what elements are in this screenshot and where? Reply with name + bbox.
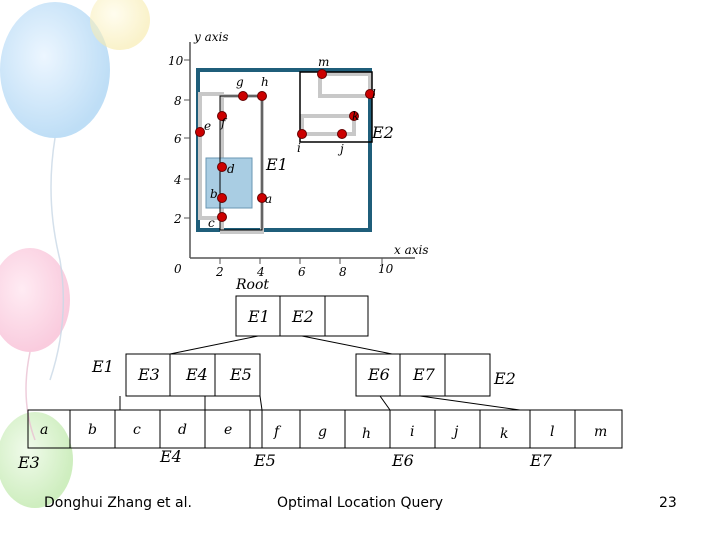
point-h [257,91,267,101]
point-label: g [236,75,244,89]
point-label: k [352,109,359,123]
leaf-cell: f [273,424,282,440]
e1-node [125,353,261,397]
point-g [238,91,248,101]
point-b [217,193,227,203]
leaf-cell: m [594,424,607,440]
leaf-cell: h [362,426,371,442]
point-label: i [297,141,301,155]
leaf-cell: d [178,422,187,438]
e7-mbr [318,72,372,98]
leaf-level [27,409,623,449]
e1-region-label: E1 [265,155,288,174]
leaf-cell: i [410,424,414,440]
e2-mbr [299,71,373,143]
y-tick: 8 [174,94,182,108]
point-label: f [220,116,228,130]
e1-cell: E3 [137,365,160,384]
point-l [365,89,375,99]
balloon-green-icon [0,412,73,508]
leaf-node-name: E4 [159,447,182,466]
mbr-rectangles: E1 E2 [196,68,394,234]
e2-region-label: E2 [371,123,394,142]
point-label: d [227,162,235,176]
leaf-cell: j [451,424,459,440]
point-label: m [318,55,329,69]
y-axis-label: y axis [193,30,229,44]
e1-cell: E4 [185,365,208,384]
page-number: 23 [659,495,677,511]
x-tick: 4 [256,265,265,279]
point-label: l [372,87,376,101]
footer-title: Optimal Location Query [277,495,444,511]
x-tick: 2 [215,265,224,279]
x-tick: 8 [339,265,347,279]
root-label: Root [235,277,269,293]
leaf-node-name: E7 [529,451,553,470]
data-points: a b c d e f g h i j k l m [195,55,376,230]
leaf-cell: a [40,422,48,438]
leaf-cell: e [224,422,232,438]
leaf-node-name: E3 [17,453,40,472]
point-label: h [261,75,269,89]
footer-author: Donghui Zhang et al. [44,495,192,511]
leaf-cell: l [550,424,554,440]
leaf-cell: g [318,424,327,440]
y-tick: 4 [173,173,182,187]
point-label: e [204,119,211,133]
point-label: b [210,187,218,201]
root-cell: E2 [291,307,314,326]
y-tick: 2 [173,212,182,226]
rtree: Root E1 E2 E1 E3 E4 E5 E6 E7 E2 [17,277,623,472]
y-tick: 0 [174,262,182,276]
e6-mbr [300,114,356,136]
e1-node-ref: E1 [91,357,114,376]
point-j [337,129,347,139]
point-d [217,162,227,172]
point-i [297,129,307,139]
e1-cell: E5 [229,365,252,384]
point-label: a [265,192,272,206]
e2-cell: E6 [367,365,390,384]
point-m [317,69,327,79]
e2-cell: E7 [412,365,436,384]
point-e [195,127,205,137]
e1-region [205,157,253,209]
balloon-blue-icon [0,2,110,138]
y-tick: 10 [168,54,184,68]
leaf-node-name: E5 [253,451,276,470]
point-c [217,212,227,222]
leaf-cell: b [88,422,97,438]
leaf-node-name: E6 [391,451,414,470]
balloon-string-icon [25,351,36,441]
point-a [257,193,267,203]
leaf-cell: c [133,422,141,438]
e2-node-ref: E2 [493,369,516,388]
point-label: c [208,216,215,230]
axes: y axis x axis 10 8 6 4 2 0 2 4 6 8 10 [168,30,429,279]
y-tick: 6 [174,132,182,146]
balloon-pink-icon [0,248,70,352]
x-tick: 6 [298,265,306,279]
point-f [217,111,227,121]
balloon-string-icon [49,137,65,381]
point-k [349,111,359,121]
balloon-yellow-icon [90,0,150,50]
leaf-cell: k [500,426,508,442]
x-tick: 10 [378,262,394,276]
point-label: j [337,142,344,156]
root-cell: E1 [247,307,270,326]
x-axis-label: x axis [394,243,429,257]
